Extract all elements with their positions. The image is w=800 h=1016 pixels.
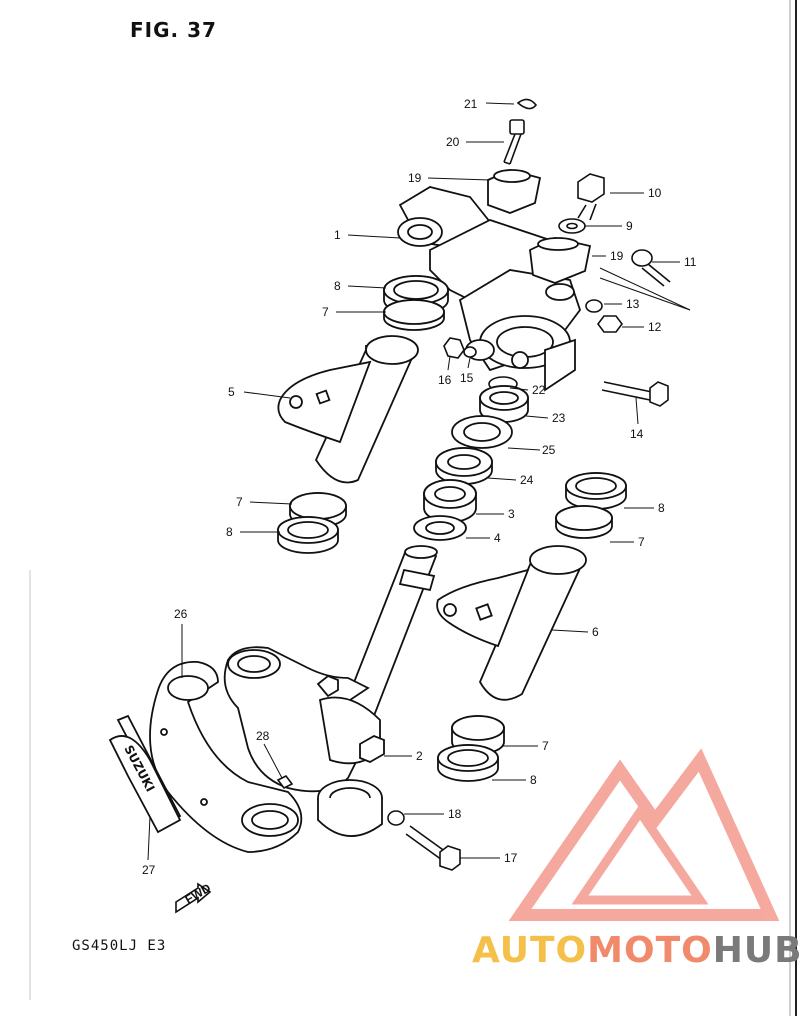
watermark-text-auto: AUTO (472, 930, 588, 971)
callout-label: 19 (610, 249, 624, 263)
callout-label: 8 (530, 773, 537, 787)
callout-label: 11 (684, 255, 697, 269)
callout-label: 7 (322, 305, 329, 319)
part-13-washer (585, 299, 603, 313)
leader-line (427, 177, 491, 181)
leader-line (551, 629, 589, 633)
leader-line (467, 357, 471, 369)
callout-label: 13 (626, 297, 640, 311)
part-27-nameplate (108, 714, 182, 834)
part-4-seal (413, 515, 467, 541)
callout-label: 8 (658, 501, 665, 515)
watermark-logo (508, 748, 780, 921)
part-14-bolt (601, 381, 669, 407)
callout-label: 8 (334, 279, 341, 293)
part-8-mid-left (277, 516, 339, 554)
leader-line (147, 815, 151, 861)
part-21-cap (516, 98, 538, 110)
part-15-washer (463, 346, 477, 358)
callout-leaders (147, 102, 680, 861)
leader-line (487, 477, 517, 481)
callout-label: 2 (416, 749, 423, 763)
leader-line (263, 743, 283, 779)
model-code: GS450LJ E3 (72, 938, 167, 954)
callout-label: 22 (532, 383, 546, 397)
part-24-bearing-race (435, 447, 493, 485)
part-20-bolt (503, 119, 525, 165)
part-26-lower-cover (149, 661, 303, 853)
leader-line (249, 501, 293, 505)
leader-line (635, 397, 639, 425)
callout-label: 19 (408, 171, 422, 185)
callout-label: 15 (460, 371, 474, 385)
callout-label: 14 (630, 427, 644, 441)
part-8-bottom-right (437, 744, 499, 782)
callout-label: 5 (228, 385, 235, 399)
callout-label: 23 (552, 411, 566, 425)
callout-label: 16 (438, 373, 452, 387)
callout-label: 10 (648, 186, 662, 200)
callout-label: 8 (226, 525, 233, 539)
part-6-right-fork-cover (436, 545, 587, 701)
leader-line (347, 234, 401, 239)
leader-line (507, 447, 541, 451)
callout-label: 17 (504, 851, 518, 865)
callout-label: 9 (626, 219, 633, 233)
part-1-upper-bracket (397, 186, 582, 392)
leader-line (525, 415, 549, 419)
callout-label: 20 (446, 135, 460, 149)
callout-label: 6 (592, 625, 599, 639)
callout-label: 4 (494, 531, 501, 545)
part-18-washer (387, 810, 405, 826)
leader-line (243, 391, 291, 399)
part-7-right (555, 505, 613, 539)
leader-line (509, 387, 529, 391)
figure-title: FIG. 37 (130, 18, 217, 42)
callout-label: 7 (236, 495, 243, 509)
callout-label: 28 (256, 729, 270, 743)
callout-label: 18 (448, 807, 462, 821)
callout-labels: 21 20 19 10 9 1 19 11 8 13 7 12 16 15 22… (142, 97, 697, 877)
part-25-washer (451, 415, 513, 449)
callout-label: 3 (508, 507, 515, 521)
watermark-text-hub: HUB (712, 930, 800, 971)
part-8-right (565, 472, 627, 510)
callout-label: 12 (648, 320, 662, 334)
callout-label: 24 (520, 473, 534, 487)
part-17-bolt (405, 825, 461, 871)
leader-line (485, 102, 515, 105)
part-9-washer (558, 218, 586, 234)
part-7-top-left (383, 299, 445, 331)
part-23-nut (479, 385, 529, 423)
part-3-bearing (423, 479, 477, 523)
part-2-steering-stem (223, 545, 438, 837)
callout-label: 26 (174, 607, 188, 621)
callout-label: 7 (638, 535, 645, 549)
callout-label: 7 (542, 739, 549, 753)
callout-label: 1 (334, 228, 341, 242)
leader-line (347, 285, 387, 289)
callout-label: 25 (542, 443, 556, 457)
part-10-bolt (577, 173, 605, 221)
watermark-text-moto: MOTO (587, 930, 713, 971)
leader-line (447, 355, 451, 371)
part-5-left-fork-cover (277, 335, 419, 484)
part-19-cap-left (487, 169, 542, 214)
part-12-nut (597, 315, 623, 333)
part-11-bolt (599, 249, 691, 311)
watermark-text: AUTOMOTOHUB (472, 930, 800, 971)
part-28-clip (276, 774, 294, 790)
callout-label: 27 (142, 863, 156, 877)
callout-label: 21 (464, 97, 478, 111)
part-16-nut (443, 337, 465, 359)
fwd-arrow-icon (175, 882, 212, 914)
part-19-cap-right (529, 237, 592, 284)
